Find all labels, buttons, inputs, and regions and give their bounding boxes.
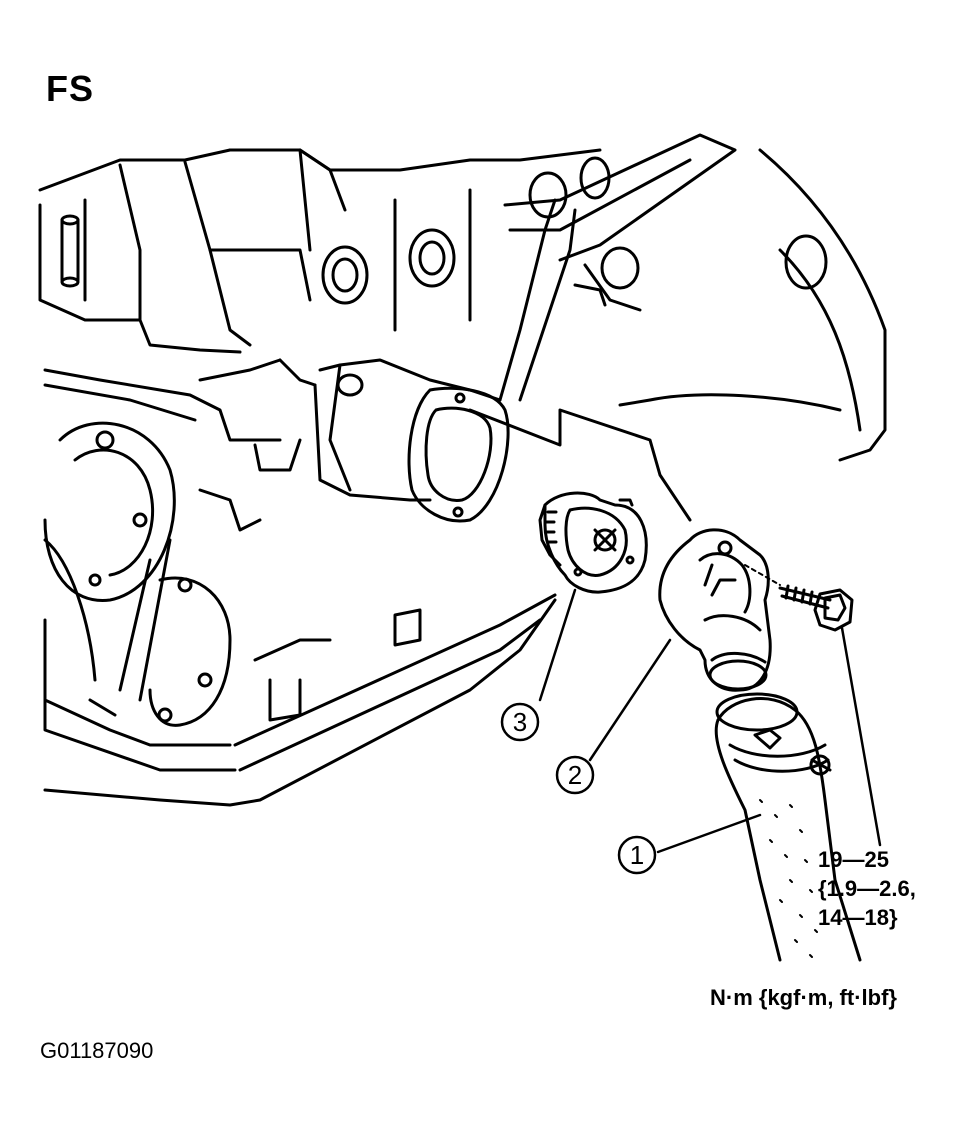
leader-line-2: [588, 638, 672, 762]
thermostat-part: [538, 491, 648, 594]
leader-lines: [538, 588, 882, 854]
torque-spec: 19—25 {1.9—2.6, 14—18}: [818, 845, 968, 932]
leader-line-3: [538, 588, 577, 702]
thermostat-cover-part: [658, 528, 772, 692]
torque-units-legend: N·m {kgf·m, ft·lbf}: [710, 985, 897, 1010]
engine-block: [38, 133, 887, 807]
callout-3: 3: [500, 702, 540, 742]
torque-spec-line-2: {1.9—2.6,: [818, 876, 916, 901]
variant-label: FS: [46, 68, 95, 109]
leader-line-torque: [840, 626, 882, 847]
callout-2: 2: [555, 755, 595, 795]
torque-spec-line-1: 19—25: [818, 847, 889, 872]
torque-spec-line-3: 14—18}: [818, 905, 898, 930]
figure-code: G01187090: [40, 1038, 154, 1063]
callout-3-number: 3: [513, 707, 527, 737]
bolt-part: [744, 564, 854, 632]
leader-line-1: [656, 813, 762, 854]
callout-1: 1: [617, 835, 657, 875]
radiator-hose-part: [714, 692, 862, 962]
callout-2-number: 2: [568, 760, 582, 790]
callout-1-number: 1: [630, 840, 644, 870]
